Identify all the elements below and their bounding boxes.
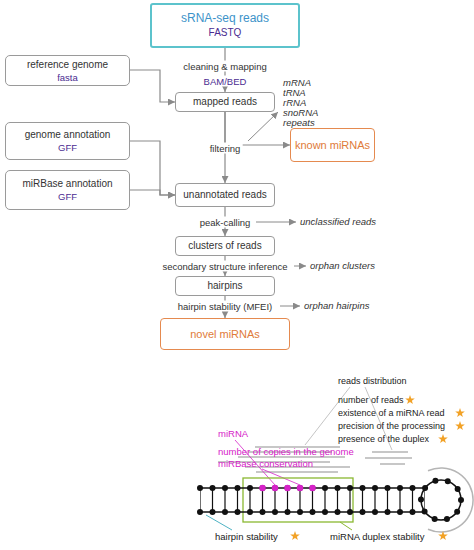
discarded-output: unclassified reads [300, 216, 376, 227]
discarded-output: orphan hairpins [304, 300, 370, 311]
step-label: peak-calling [198, 217, 253, 228]
mirna-label: miRNA [218, 428, 248, 439]
node-format: FASTQ [209, 26, 242, 40]
flow-arrow [130, 190, 175, 195]
node-title: unannotated reads [183, 189, 266, 201]
source-box: miRBase annotationGFF [5, 170, 130, 210]
node-title: reference genome [27, 58, 108, 71]
step-label: hairpin stability (MFEI) [176, 301, 275, 312]
node-title: mapped reads [193, 96, 257, 108]
duplex-box [243, 478, 353, 522]
source-box: reference genomefasta [5, 55, 130, 86]
node-format: fasta [57, 71, 78, 84]
hairpin-leader [206, 515, 232, 530]
node-title: hairpins [207, 280, 242, 292]
process-box: clusters of reads [175, 236, 275, 256]
criterion-text: number of copies in the genome [218, 446, 354, 457]
node-format: GFF [58, 190, 77, 203]
criterion-text: existence of a miRNA read [338, 408, 445, 419]
filtered-class: repeats [283, 117, 315, 128]
duplex-leader [340, 522, 352, 530]
flow-arrow [130, 141, 175, 195]
criterion-text: number of reads [338, 395, 404, 406]
step-label: cleaning & mapping [181, 61, 268, 72]
filtered-class: mRNA [283, 77, 311, 88]
criterion-text: miRNA duplex stability [330, 531, 425, 542]
result-box: known miRNAs [290, 128, 375, 162]
node-title: sRNA-seq reads [181, 11, 269, 26]
node-format: GFF [58, 141, 77, 154]
node-title: miRBase annotation [22, 177, 112, 190]
filtered-class: tRNA [283, 87, 306, 98]
source-box: genome annotationGFF [5, 122, 130, 160]
process-box: hairpins [175, 276, 275, 296]
criteria-heading: reads distribution [338, 376, 407, 387]
step-label: filtering [208, 143, 243, 154]
step-label: secondary structure inference [160, 261, 289, 272]
discarded-output: orphan clusters [310, 260, 375, 271]
flow-arrow [225, 112, 290, 145]
node-title: genome annotation [25, 128, 111, 141]
criterion-text: hairpin stability [215, 531, 278, 542]
read-lines [218, 447, 412, 472]
result-box: novel miRNAs [160, 318, 290, 350]
criterion-text: miRBase conservation [218, 458, 313, 469]
hairpin-structure [200, 480, 461, 520]
node-title: novel miRNAs [190, 328, 260, 341]
loop-reads-arc [428, 468, 473, 532]
input-box: sRNA-seq readsFASTQ [150, 3, 300, 48]
process-box: unannotated reads [175, 183, 275, 207]
filtered-class: rRNA [283, 97, 306, 108]
criterion-text: presence of the duplex [338, 434, 429, 445]
flow-arrow [130, 70, 175, 102]
format-label: BAM/BED [202, 76, 249, 87]
filtered-class: snoRNA [283, 107, 318, 118]
process-box: mapped reads [175, 92, 275, 112]
node-title: clusters of reads [188, 240, 261, 252]
node-title: known miRNAs [295, 139, 370, 152]
criteria-stars [290, 395, 465, 540]
criterion-text: precision of the processing [338, 421, 445, 432]
